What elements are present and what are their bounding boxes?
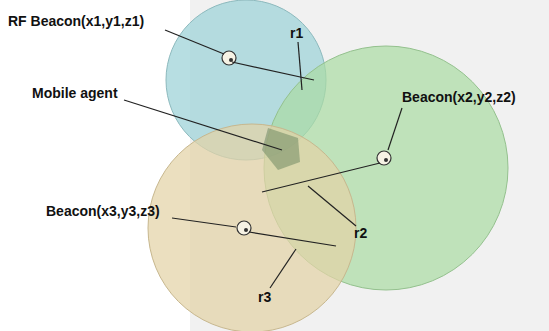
agent-label: Mobile agent (32, 86, 118, 101)
radius-label: r1 (290, 26, 303, 41)
leader-line (124, 30, 402, 288)
beacon-center (229, 58, 388, 232)
radius-label: r2 (354, 226, 367, 241)
intersection-region (262, 128, 300, 170)
beacon-range-circle (148, 124, 356, 331)
beacon-symbol (222, 51, 391, 235)
beacon-label: Beacon(x2,y2,z2) (402, 90, 516, 105)
radius-label: r3 (258, 290, 271, 305)
beacon-label: RF Beacon(x1,y1,z1) (8, 14, 144, 29)
beacon-label: Beacon(x3,y3,z3) (46, 204, 160, 219)
